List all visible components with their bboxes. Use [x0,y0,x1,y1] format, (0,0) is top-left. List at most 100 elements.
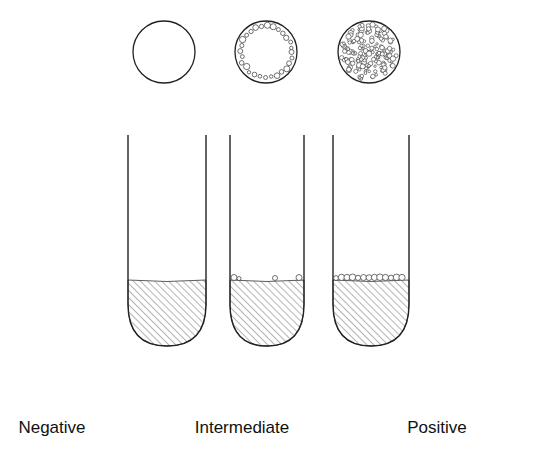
bubble [358,68,361,71]
bubble [377,56,380,59]
tube-side-views [128,135,409,346]
bubble [361,275,367,281]
bubble [368,65,371,68]
bubble [375,47,378,50]
bubble [366,44,370,48]
bubble [370,46,374,50]
bubble [244,63,250,69]
bubble [343,49,347,53]
bubble [347,48,350,51]
bubble [387,46,391,50]
bubble [390,56,395,61]
bubble [380,45,385,50]
bubble [360,44,363,47]
bubble [264,22,270,28]
bubble [273,276,278,281]
bubble [375,27,380,32]
bubble [351,61,355,65]
bubble [365,31,368,34]
bubble [368,70,371,73]
bubble [371,57,375,61]
plate-circle [338,21,400,83]
bubble [237,277,241,281]
bubble [340,42,344,46]
bubble [287,61,292,66]
bubble [274,73,280,79]
bubble [276,28,280,32]
bubble [231,275,237,281]
bubble [374,65,376,67]
bubble [290,46,293,49]
bubble [346,60,351,65]
bubble [367,64,370,67]
result-label: Intermediate [195,418,290,438]
bubble [382,26,387,31]
bubble [239,36,245,42]
bubble [384,34,389,39]
bubble [289,50,294,55]
bubble [370,22,375,27]
bubble [392,48,395,51]
result-label: Positive [407,418,467,438]
bubble [245,33,249,37]
bubble [360,78,362,80]
bubble [371,51,374,54]
bubble [290,56,294,60]
bubble [390,63,395,68]
bubble [343,42,346,45]
bubble [259,24,263,28]
bubble [281,31,285,35]
bubble [247,71,250,74]
bubble [359,51,363,55]
result-label: Negative [18,418,85,438]
bubble [352,52,355,55]
bubble [383,66,387,70]
bubble [296,275,302,281]
top-views [133,21,400,83]
bubble [351,52,354,55]
bubble [269,75,272,78]
test-tube [333,135,409,346]
bubble [366,31,369,34]
bubble [270,24,276,30]
bubble [370,38,375,43]
plate-circle [133,21,195,83]
bubble [375,73,378,76]
bubble [388,275,393,280]
bubble [249,29,253,33]
liquid [333,280,409,346]
bubble [284,35,289,40]
bubble [358,25,361,28]
bubble [379,37,383,41]
bubble [366,275,372,281]
bubble [383,71,387,75]
bubble [284,66,290,72]
liquid [230,280,304,346]
bubble [238,49,243,54]
bubble [334,276,339,281]
bubble [346,68,351,73]
bubble [347,67,351,71]
bubble [399,274,405,280]
bubble [279,70,284,75]
bubble [390,51,393,54]
bubble [346,34,351,39]
bubble [366,27,370,31]
bubble [359,58,362,61]
bubble [347,50,351,54]
bubble [258,74,262,78]
plate-circle [235,21,297,83]
liquid [128,280,206,346]
bubble [355,36,360,41]
bubble [360,64,365,69]
bubble [355,275,360,280]
bubble [363,40,366,43]
test-tube [230,135,304,346]
bubble [349,274,355,280]
bubble [371,74,375,78]
bubble [374,70,377,73]
bubble [392,38,394,40]
test-tube [128,135,206,346]
